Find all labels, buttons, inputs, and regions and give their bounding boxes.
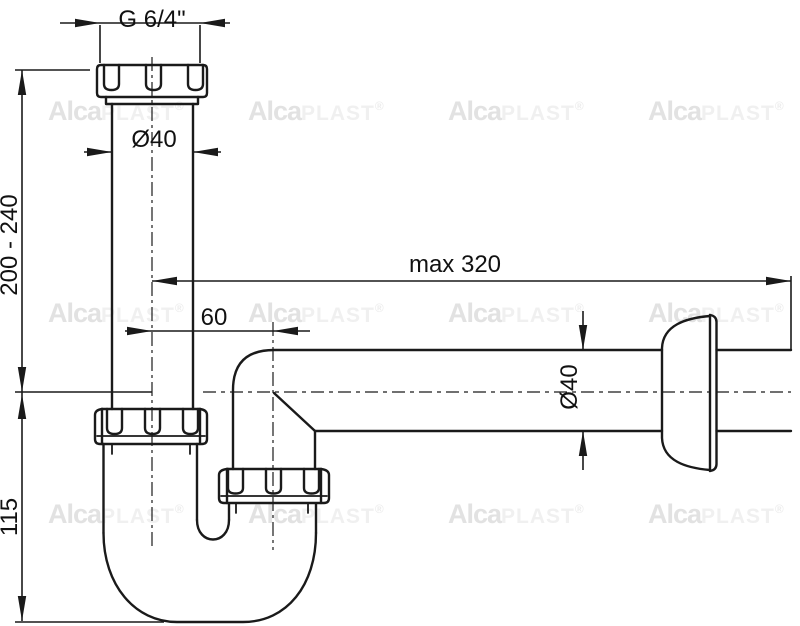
outlet-pipe-end — [715, 348, 793, 433]
dim-outlet-diameter-label: Ø40 — [556, 364, 583, 409]
watermark-brand-bold: Alca — [248, 298, 302, 328]
watermark-brand-bold: Alca — [48, 499, 102, 529]
watermark-brand-rest: PLAST — [701, 102, 775, 125]
dimension-lines: G 6/4" Ø40 200 - 240 — [0, 6, 792, 623]
arrowhead — [17, 70, 27, 95]
inlet-pipe — [110, 102, 195, 411]
watermark-registered-mark: ® — [174, 99, 184, 113]
arrowhead — [17, 596, 27, 621]
arrowhead — [193, 147, 218, 157]
dim-outlet-diameter: Ø40 — [556, 311, 588, 470]
trap-right-nut — [217, 467, 331, 505]
watermark-brand-bold: Alca — [648, 96, 702, 126]
wall-flange — [660, 313, 718, 473]
watermark-registered-mark: ® — [374, 301, 384, 315]
watermark-registered-mark: ® — [774, 502, 784, 516]
watermark-registered-mark: ® — [174, 502, 184, 516]
watermark-brand-bold: Alca — [48, 96, 102, 126]
arrowhead — [200, 18, 225, 28]
arrowhead — [127, 326, 152, 336]
trap-left-cup — [102, 442, 199, 535]
dim-max-length-label: max 320 — [409, 251, 501, 278]
trap-left-nut — [93, 407, 209, 446]
outlet-elbow — [231, 348, 664, 471]
watermark-brand-rest: PLAST — [701, 304, 775, 327]
dim-adjustable-height: 200 - 240 — [0, 69, 90, 392]
watermark-registered-mark: ® — [574, 99, 584, 113]
watermark-brand-rest: PLAST — [101, 505, 175, 528]
alcaplast-watermark: AlcaPLAST® — [448, 298, 584, 329]
watermark-registered-mark: ® — [574, 502, 584, 516]
arrowhead — [766, 276, 791, 286]
watermark-brand-bold: Alca — [48, 298, 102, 328]
watermark-brand-rest: PLAST — [501, 102, 575, 125]
watermark-registered-mark: ® — [174, 301, 184, 315]
alcaplast-watermark: AlcaPLAST® — [248, 298, 384, 329]
dim-max-length: max 320 — [152, 251, 792, 349]
watermark-brand-bold: Alca — [648, 298, 702, 328]
watermark-brand-rest: PLAST — [301, 102, 375, 125]
watermark-registered-mark: ® — [774, 99, 784, 113]
arrowhead — [17, 394, 27, 419]
watermark-brand-rest: PLAST — [501, 505, 575, 528]
arrowhead — [17, 367, 27, 392]
alcaplast-watermark: AlcaPLAST® — [448, 499, 584, 530]
watermark-brand-bold: Alca — [248, 96, 302, 126]
watermark-registered-mark: ® — [774, 301, 784, 315]
dim-offset: 60 — [125, 304, 310, 336]
dim-trap-depth: 115 — [0, 392, 164, 623]
dim-offset-label: 60 — [201, 304, 228, 331]
arrowhead — [152, 276, 177, 286]
alcaplast-watermark: AlcaPLAST® — [248, 96, 384, 127]
alcaplast-watermark: AlcaPLAST® — [648, 96, 784, 127]
watermark-registered-mark: ® — [574, 301, 584, 315]
trap-right-cup — [227, 502, 318, 535]
watermark-brand-bold: Alca — [648, 499, 702, 529]
dim-inlet-diameter-label: Ø40 — [131, 126, 176, 153]
arrowhead — [578, 431, 588, 456]
top-union-nut — [95, 63, 209, 106]
watermark-registered-mark: ® — [374, 99, 384, 113]
arrowhead — [75, 18, 100, 28]
watermark-brand-rest: PLAST — [101, 304, 175, 327]
arrowhead — [578, 325, 588, 350]
centerlines — [151, 57, 791, 550]
watermark-brand-rest: PLAST — [501, 304, 575, 327]
alcaplast-watermark: AlcaPLAST® — [48, 499, 184, 530]
watermark-brand-rest: PLAST — [101, 102, 175, 125]
alcaplast-watermark: AlcaPLAST® — [448, 96, 584, 127]
watermark-brand-bold: Alca — [448, 499, 502, 529]
alcaplast-watermark: AlcaPLAST® — [648, 298, 784, 329]
dim-height-label: 200 - 240 — [0, 194, 23, 295]
alcaplast-watermark: AlcaPLAST® — [48, 298, 184, 329]
arrowhead — [87, 147, 112, 157]
siphon-body — [93, 63, 793, 624]
watermark-brand-rest: PLAST — [301, 304, 375, 327]
dim-thread-label: G 6/4" — [118, 6, 185, 33]
dim-inlet-diameter: Ø40 — [84, 126, 221, 157]
watermark-registered-mark: ® — [374, 502, 384, 516]
dim-thread: G 6/4" — [60, 6, 230, 63]
watermark-brand-rest: PLAST — [301, 505, 375, 528]
u-bend — [102, 518, 318, 624]
watermark-brand-rest: PLAST — [701, 505, 775, 528]
alcaplast-watermark: AlcaPLAST® — [648, 499, 784, 530]
alcaplast-watermark: AlcaPLAST® — [48, 96, 184, 127]
arrowhead — [273, 326, 298, 336]
dim-depth-label: 115 — [0, 498, 23, 536]
watermark-brand-bold: Alca — [448, 96, 502, 126]
watermark-brand-bold: Alca — [448, 298, 502, 328]
